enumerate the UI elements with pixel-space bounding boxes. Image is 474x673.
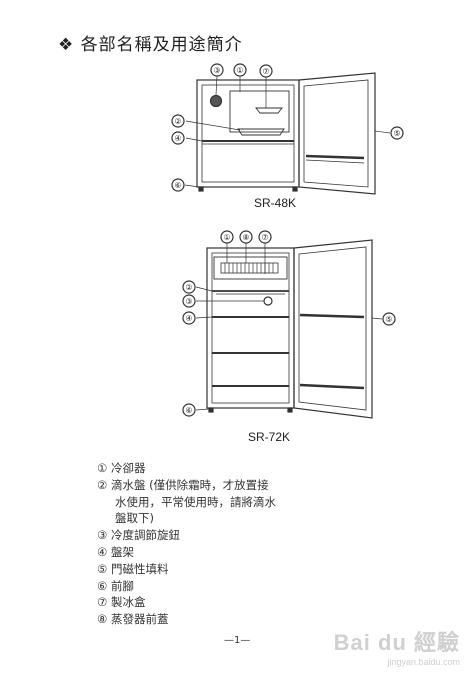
callout-sr48k-4: ④: [174, 134, 181, 143]
legend-item-temp-knob: ③ 冷度調節旋鈕: [97, 528, 180, 543]
legend-item-door-gasket: ⑤ 門磁性填料: [97, 561, 169, 576]
legend-item-shelf: ④ 盤架: [97, 544, 134, 559]
parts-legend: ① 冷卻器 ② 滴水盤 (僅供除霜時，才放置接 水使用，平常使用時，請將滴水 盤…: [97, 460, 276, 628]
callout-sr72k-4: ④: [185, 314, 192, 323]
legend-item-drip-tray-cont-1: 水使用，平常使用時，請將滴水: [115, 494, 276, 509]
callout-sr72k-8: ⑧: [242, 233, 249, 242]
callout-sr48k-1: ①: [236, 66, 243, 75]
callout-sr48k-2: ②: [174, 117, 181, 126]
callout-sr72k-2: ②: [185, 283, 192, 292]
watermark: Bai du 經驗 jingyan.baidu.com: [334, 625, 460, 667]
fridge-sr48k-drawing: [171, 63, 404, 195]
callout-sr48k-5: ⑤: [393, 129, 400, 138]
callout-sr48k-7: ⑦: [262, 67, 269, 76]
watermark-logo: Bai du 經驗: [333, 630, 460, 655]
legend-item-evaporator-cover: ⑧ 蒸發器前蓋: [97, 612, 169, 627]
page-title: ❖ 各部名稱及用途簡介: [58, 35, 243, 55]
model-label-sr72k: SR-72K: [248, 430, 291, 444]
callout-sr72k-7: ⑦: [261, 233, 268, 242]
legend-item-drip-tray: ② 滴水盤 (僅供除霜時，才放置接: [97, 477, 269, 492]
watermark-url: jingyan.baidu.com: [387, 657, 460, 667]
legend-item-drip-tray-cont-2: 盤取下): [115, 511, 154, 526]
page-number: —1—: [224, 635, 251, 646]
fridge-sr72k-drawing: [182, 230, 396, 419]
model-label-sr48k: SR-48K: [254, 196, 297, 210]
legend-item-front-foot: ⑥ 前腳: [97, 578, 134, 593]
callout-sr72k-5: ⑤: [385, 315, 392, 324]
callout-sr72k-6: ⑥: [185, 406, 192, 415]
callout-sr72k-1: ①: [223, 233, 230, 242]
legend-item-ice-tray: ⑦ 製冰盒: [97, 595, 146, 610]
legend-item-cooler: ① 冷卻器: [97, 461, 146, 475]
callout-sr48k-3: ③: [213, 66, 220, 75]
callout-sr72k-3: ③: [185, 297, 192, 306]
callout-sr48k-6: ⑥: [174, 181, 181, 190]
